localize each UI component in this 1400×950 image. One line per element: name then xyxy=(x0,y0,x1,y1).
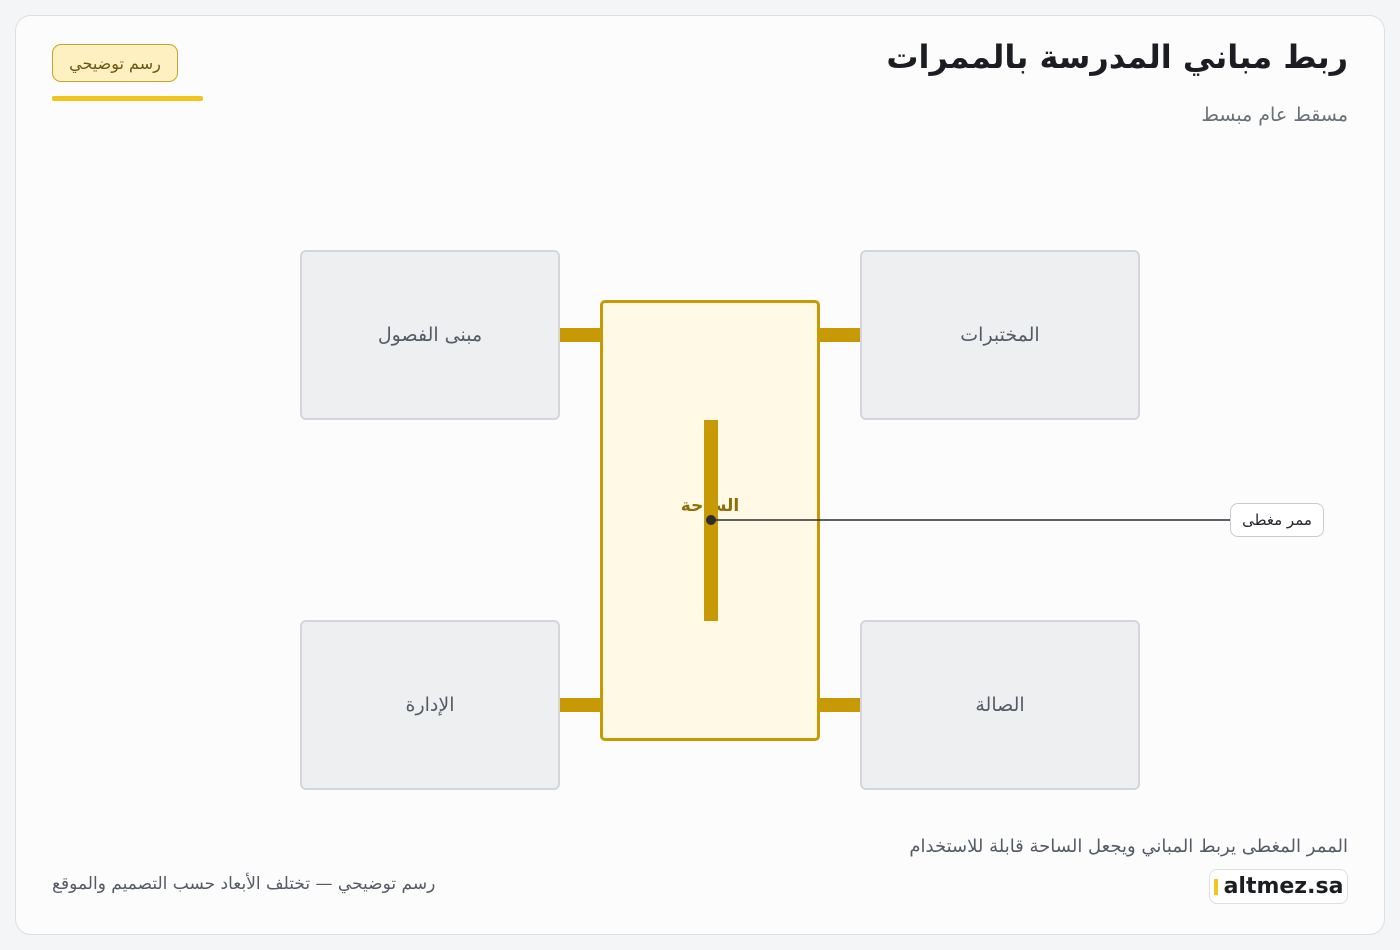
building-classrooms-label: مبنى الفصول xyxy=(377,324,483,346)
connector-admin xyxy=(559,698,602,712)
covered-walkway-callout: ممر مغطى xyxy=(1230,503,1324,537)
connector-labs xyxy=(818,328,861,342)
building-admin-label: الإدارة xyxy=(405,694,455,716)
building-admin: الإدارة xyxy=(300,620,560,790)
connector-hall xyxy=(818,698,861,712)
illustration-badge: رسم توضيحي xyxy=(52,44,178,82)
connector-classrooms xyxy=(559,328,602,342)
callout-anchor-dot xyxy=(706,515,716,525)
building-labs-label: المختبرات xyxy=(960,324,1040,346)
page-subtitle: مسقط عام مبسط xyxy=(1201,104,1348,126)
disclaimer-note: رسم توضيحي — تختلف الأبعاد حسب التصميم و… xyxy=(52,874,436,894)
building-hall: الصالة xyxy=(860,620,1140,790)
badge-underline xyxy=(52,96,203,101)
brand-logo[interactable]: altmez.sa xyxy=(1209,869,1348,904)
page-title: ربط مباني المدرسة بالممرات xyxy=(886,38,1348,76)
brand-accent-bar xyxy=(1213,878,1218,895)
building-hall-label: الصالة xyxy=(975,694,1025,716)
diagram-caption: الممر المغطى يربط المباني ويجعل الساحة ق… xyxy=(909,836,1348,857)
brand-name: altmez.sa xyxy=(1223,874,1344,899)
building-classrooms: مبنى الفصول xyxy=(300,250,560,420)
building-labs: المختبرات xyxy=(860,250,1140,420)
